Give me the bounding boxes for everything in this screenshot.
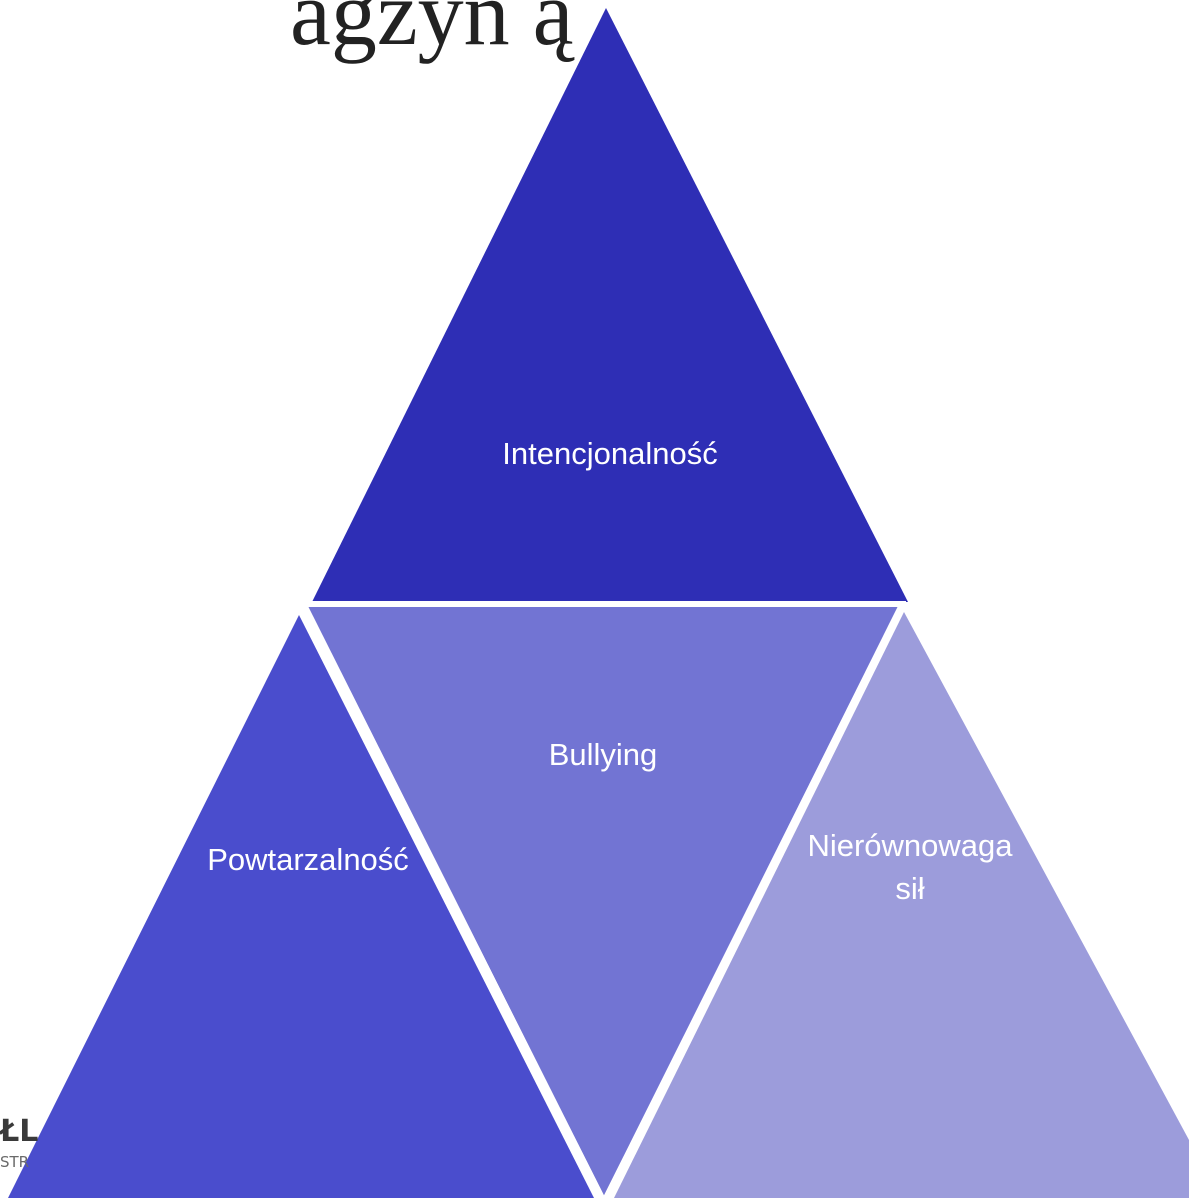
label-powtarzalnosc: Powtarzalność [207, 842, 409, 877]
separator-left [303, 608, 605, 1198]
label-bullying: Bullying [549, 737, 658, 772]
logo-subtext-partial: STR [0, 1153, 29, 1171]
triangle-left [8, 615, 594, 1198]
separator-right [603, 608, 903, 1198]
logo-partial: ŁL [0, 1114, 38, 1149]
triangle-top [312, 8, 908, 602]
triangle-center [308, 606, 898, 1196]
label-nierownowaga: Nierównowaga [807, 828, 1013, 863]
label-intencjonalnosc: Intencjonalność [502, 436, 717, 471]
triangle-right [614, 612, 1189, 1198]
label-sil: sił [895, 871, 924, 906]
slide-title-partial: agzyn ą [290, 0, 575, 64]
